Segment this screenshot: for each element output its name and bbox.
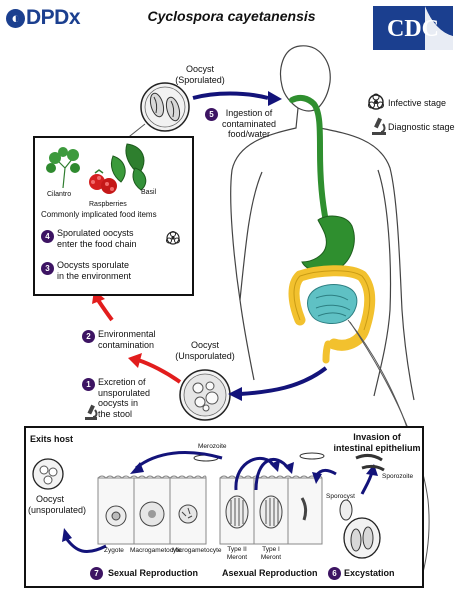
step-1-badge: 1: [82, 378, 95, 391]
food-label-cilantro: Cilantro: [47, 190, 71, 201]
step-2-line: Environmental: [98, 329, 156, 340]
invasion-label-2: intestinal epithelium: [332, 443, 422, 454]
type-i-label-1: Type I: [256, 546, 286, 554]
oocyst-unsporulated-label: Oocyst (Unsporulated): [170, 340, 240, 361]
sporozoite-label: Sporozoite: [382, 472, 413, 483]
arrow-sporulate: [98, 300, 112, 320]
legend-infective: Infective stage: [388, 98, 446, 109]
microgametocyte-cell: [179, 505, 197, 523]
sexual-reproduction-label: Sexual Reproduction: [108, 568, 198, 579]
merozoite-label: Merozoite: [198, 442, 227, 453]
legend-diagnostic: Diagnostic stage: [388, 122, 455, 133]
step-2-badge: 2: [82, 330, 95, 343]
step-1-line: Excretion of: [98, 377, 150, 388]
zygote-label: Zygote: [104, 546, 124, 557]
sporocyst: [340, 500, 352, 520]
type-ii-label-1: Type II: [222, 546, 252, 554]
epithelium-cells: [98, 478, 322, 544]
sporozoite: [356, 455, 382, 460]
oocyst-unsporulated-mid: [180, 370, 230, 420]
food-caption: Commonly implicated food items: [41, 210, 157, 221]
human-arm-left: [240, 172, 262, 300]
step-3-line: Oocysts sporulate: [57, 260, 131, 271]
stomach: [302, 216, 354, 272]
microscope-icon-step1: [85, 405, 97, 420]
biohazard-icon-step4: [165, 230, 181, 246]
oocyst-sporulated-label: Oocyst (Sporulated): [170, 64, 230, 85]
exits-host-label: Exits host: [30, 434, 73, 445]
step-1-text: Excretion of unsporulated oocysts in the…: [98, 377, 150, 419]
step-3-badge: 3: [41, 262, 54, 275]
step-1-line: unsporulated: [98, 388, 150, 399]
invasion-label: Invasion of intestinal epithelium: [332, 432, 422, 453]
food-items-box: Cilantro Raspberries Basil Commonly impl…: [33, 136, 194, 296]
step-2-text: Environmental contamination: [98, 329, 156, 350]
raspberries-icon: [89, 170, 117, 194]
biohazard-icon: [369, 94, 384, 109]
exit-oocyst-label-2: (unsporulated): [28, 505, 72, 516]
oocyst-sporulated-top: [141, 83, 189, 131]
arrow-excystation: [362, 472, 372, 494]
exit-oocyst-label-1: Oocyst: [28, 494, 72, 505]
excysting-oocyst: [344, 518, 380, 558]
step-4-line: enter the food chain: [57, 239, 137, 250]
basil-icon: [111, 144, 145, 190]
oocyst-unsporulated-label-1: Oocyst: [170, 340, 240, 351]
step-7-badge: 7: [90, 567, 103, 580]
step-3-line: in the environment: [57, 271, 131, 282]
arrow-ingestion: [193, 94, 268, 99]
type-i-meront-cell: [260, 496, 282, 528]
microgametocyte-label: Microgametocyte: [172, 546, 222, 557]
rectum: [326, 344, 328, 360]
step-1-line: the stool: [98, 409, 150, 420]
sporocyst-label: Sporocyst: [326, 492, 355, 503]
step-5-line: Ingestion of: [214, 108, 284, 119]
step-5-line: contaminated: [214, 119, 284, 130]
arrow-contamination-head: [128, 353, 142, 368]
type-i-meront-label: Type I Meront: [256, 546, 286, 562]
type-i-label-2: Meront: [256, 554, 286, 562]
cilantro-icon: [46, 147, 80, 188]
invasion-label-1: Invasion of: [332, 432, 422, 443]
excystation-label: Excystation: [344, 568, 395, 579]
exit-oocyst-label: Oocyst (unsporulated): [28, 494, 72, 515]
merozoite: [300, 453, 324, 459]
step-6-badge: 6: [328, 567, 341, 580]
step-4-badge: 4: [41, 230, 54, 243]
step-3-text: Oocysts sporulate in the environment: [57, 260, 131, 281]
step-5-line: food/water: [214, 129, 284, 140]
asexual-reproduction-label: Asexual Reproduction: [222, 568, 318, 579]
oocyst-sporulated-label-2: (Sporulated): [170, 75, 230, 86]
step-2-line: contamination: [98, 340, 156, 351]
step-4-line: Sporulated oocysts: [57, 228, 137, 239]
step-5-text: Ingestion of contaminated food/water: [214, 108, 284, 140]
food-label-raspberries: Raspberries: [89, 200, 127, 211]
food-label-basil: Basil: [141, 188, 156, 199]
reproduction-box: Exits host Oocyst (unsporulated) Invasio…: [24, 426, 424, 588]
step-4-text: Sporulated oocysts enter the food chain: [57, 228, 137, 249]
type-ii-meront-cell: [226, 496, 248, 528]
type-ii-label-2: Meront: [222, 554, 252, 562]
small-intestine: [308, 285, 357, 324]
oocyst-unsporulated-label-2: (Unsporulated): [170, 351, 240, 362]
microscope-icon: [372, 118, 386, 135]
type-ii-meront-label: Type II Meront: [222, 546, 252, 562]
step-1-line: oocysts in: [98, 398, 150, 409]
arrow-ingestion-head: [268, 91, 282, 106]
oocyst-sporulated-label-1: Oocyst: [170, 64, 230, 75]
